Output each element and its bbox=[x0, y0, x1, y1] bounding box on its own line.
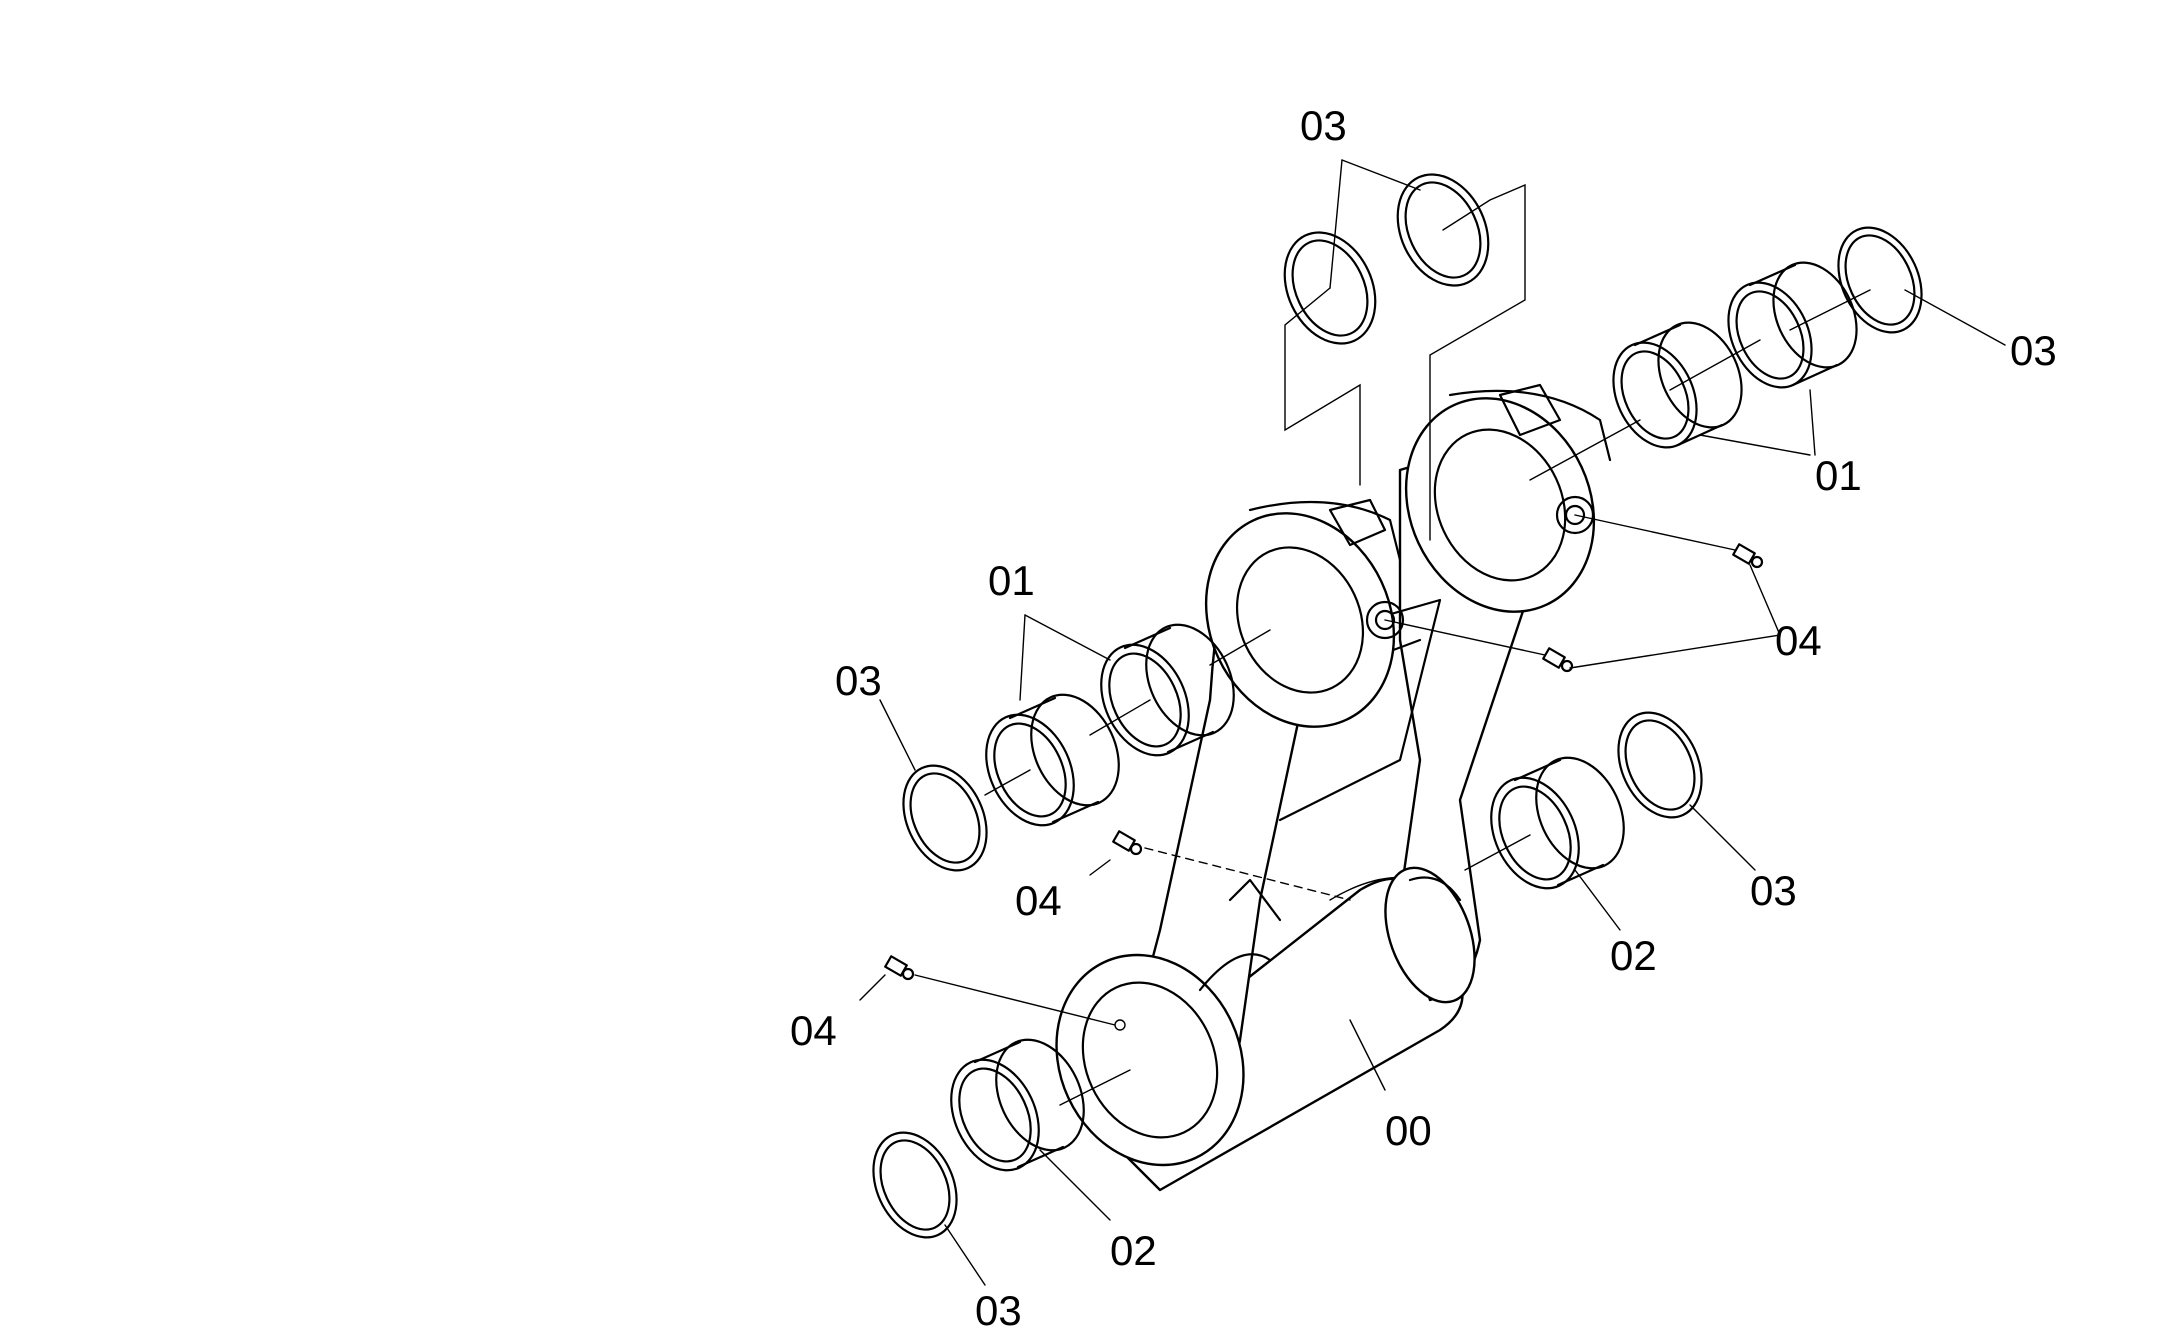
right-lower-leaders bbox=[1464, 804, 1756, 931]
right-seal bbox=[1837, 226, 1923, 334]
right-lower-seal bbox=[1617, 711, 1703, 819]
callout-top-seals: 03 bbox=[1300, 102, 1347, 149]
grease-fitting-upper-right bbox=[1574, 514, 1764, 569]
bottom-seal bbox=[872, 1131, 958, 1239]
link-body bbox=[1055, 383, 1612, 1192]
grease-fitting-upper-middle bbox=[1384, 619, 1574, 673]
top-leader-lines bbox=[1284, 159, 1526, 541]
callout-right-lower-bushing: 02 bbox=[1610, 932, 1657, 979]
bottom-bushing bbox=[950, 1038, 1085, 1172]
callout-right-bushings: 01 bbox=[1815, 452, 1862, 499]
callout-right-fittings: 04 bbox=[1775, 617, 1822, 664]
callout-body: 00 bbox=[1385, 1107, 1432, 1154]
top-seal-left bbox=[1283, 231, 1377, 345]
callout-left-fitting: 04 bbox=[1015, 877, 1062, 924]
top-seal-right bbox=[1396, 173, 1490, 287]
fitting-leader-lines bbox=[859, 564, 1781, 1001]
left-axis-lines bbox=[879, 614, 1271, 796]
callout-lower-fitting: 04 bbox=[790, 1007, 837, 1054]
callout-lower-bushing: 02 bbox=[1110, 1227, 1157, 1274]
left-bushing-2 bbox=[985, 693, 1120, 827]
callout-right-seal: 03 bbox=[2010, 327, 2057, 374]
right-axis-lines bbox=[1529, 289, 2006, 481]
left-seal bbox=[902, 764, 988, 872]
callout-left-bushings: 01 bbox=[988, 557, 1035, 604]
callout-left-seal: 03 bbox=[835, 657, 882, 704]
right-lower-bushing bbox=[1490, 756, 1625, 890]
bottom-leaders bbox=[944, 1019, 1386, 1286]
right-bushing-1 bbox=[1612, 321, 1743, 449]
callout-bottom-seal: 03 bbox=[975, 1287, 1022, 1334]
callout-right-lower-seal: 03 bbox=[1750, 867, 1797, 914]
grease-fitting-lower bbox=[884, 955, 1116, 1026]
left-bushing-1 bbox=[1100, 623, 1235, 757]
right-bushing-2 bbox=[1727, 261, 1858, 389]
grease-fitting-left bbox=[1112, 830, 1351, 901]
